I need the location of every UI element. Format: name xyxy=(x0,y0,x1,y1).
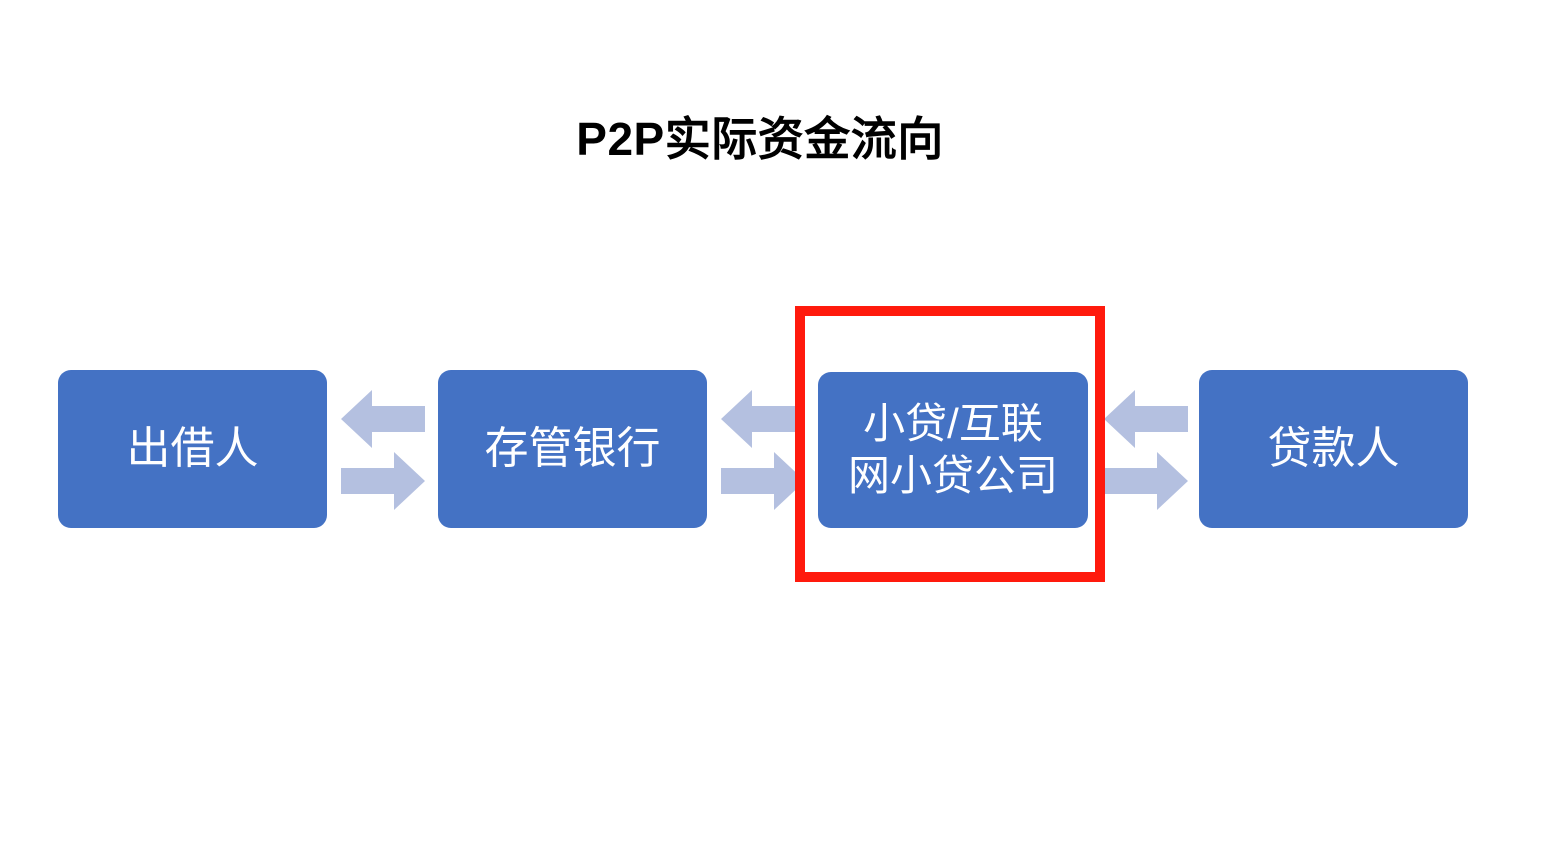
connector-microloan-borrower xyxy=(1104,388,1188,512)
node-lender[interactable]: 出借人 xyxy=(58,370,327,528)
arrow-right-icon xyxy=(341,452,425,510)
node-microloan-company[interactable]: 小贷/互联 网小贷公司 xyxy=(818,372,1088,528)
page-title: P2P实际资金流向 xyxy=(576,113,944,165)
arrow-left-icon xyxy=(721,390,805,448)
connector-bank-microloan xyxy=(721,388,805,512)
arrow-left-icon xyxy=(341,390,425,448)
node-custody-bank-label: 存管银行 xyxy=(484,424,661,474)
arrow-left-icon xyxy=(1104,390,1188,448)
node-lender-label: 出借人 xyxy=(126,424,259,474)
node-borrower[interactable]: 贷款人 xyxy=(1199,370,1468,528)
arrow-right-icon xyxy=(721,452,805,510)
connector-lender-bank xyxy=(341,388,425,512)
node-custody-bank[interactable]: 存管银行 xyxy=(438,370,707,528)
node-microloan-company-label: 小贷/互联 网小贷公司 xyxy=(847,399,1058,500)
arrow-right-icon xyxy=(1104,452,1188,510)
node-borrower-label: 贷款人 xyxy=(1267,424,1400,474)
